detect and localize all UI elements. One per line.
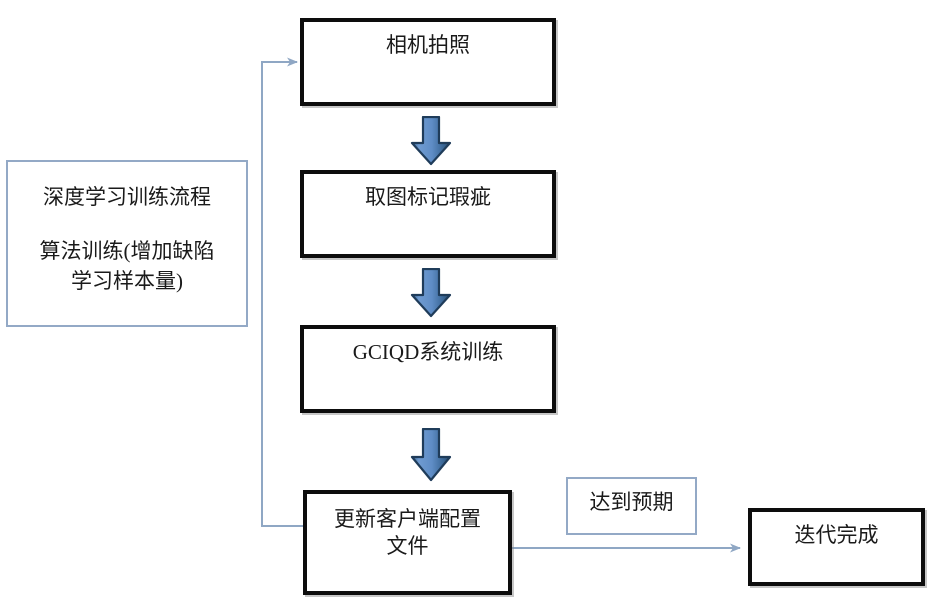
feedback-path bbox=[261, 57, 305, 527]
process-box-gciqd-training[interactable]: GCIQD系统训练 bbox=[300, 325, 556, 413]
note-line-3: 学习样本量) bbox=[71, 269, 183, 293]
note-box-training-process: 深度学习训练流程 算法训练(增加缺陷 学习样本量) bbox=[6, 160, 248, 327]
connector-step4-to-done bbox=[510, 543, 741, 553]
process-box-camera-capture[interactable]: 相机拍照 bbox=[300, 18, 556, 106]
down-arrow-icon-1 bbox=[410, 116, 452, 166]
note-line-2: 算法训练(增加缺陷 bbox=[39, 239, 215, 263]
label-box-expectation-met: 达到预期 bbox=[566, 477, 697, 535]
process-box-update-client-config-label: 更新客户端配置 文件 bbox=[334, 507, 481, 558]
process-box-iteration-complete[interactable]: 迭代完成 bbox=[748, 508, 925, 586]
process-box-iteration-complete-label: 迭代完成 bbox=[794, 523, 879, 547]
process-box-update-client-config[interactable]: 更新客户端配置 文件 bbox=[303, 490, 512, 595]
connector-feedback-loop bbox=[261, 57, 305, 527]
process-box-camera-capture-label: 相机拍照 bbox=[386, 33, 470, 57]
note-line-1: 深度学习训练流程 bbox=[43, 185, 211, 209]
process-box-gciqd-training-label: GCIQD系统训练 bbox=[352, 340, 504, 364]
process-box-label-defects[interactable]: 取图标记瑕疵 bbox=[300, 170, 556, 258]
down-arrow-icon-2 bbox=[410, 268, 452, 318]
process-box-label-defects-label: 取图标记瑕疵 bbox=[365, 185, 491, 209]
label-box-expectation-met-label: 达到预期 bbox=[589, 490, 674, 514]
down-arrow-icon-3 bbox=[410, 428, 452, 482]
